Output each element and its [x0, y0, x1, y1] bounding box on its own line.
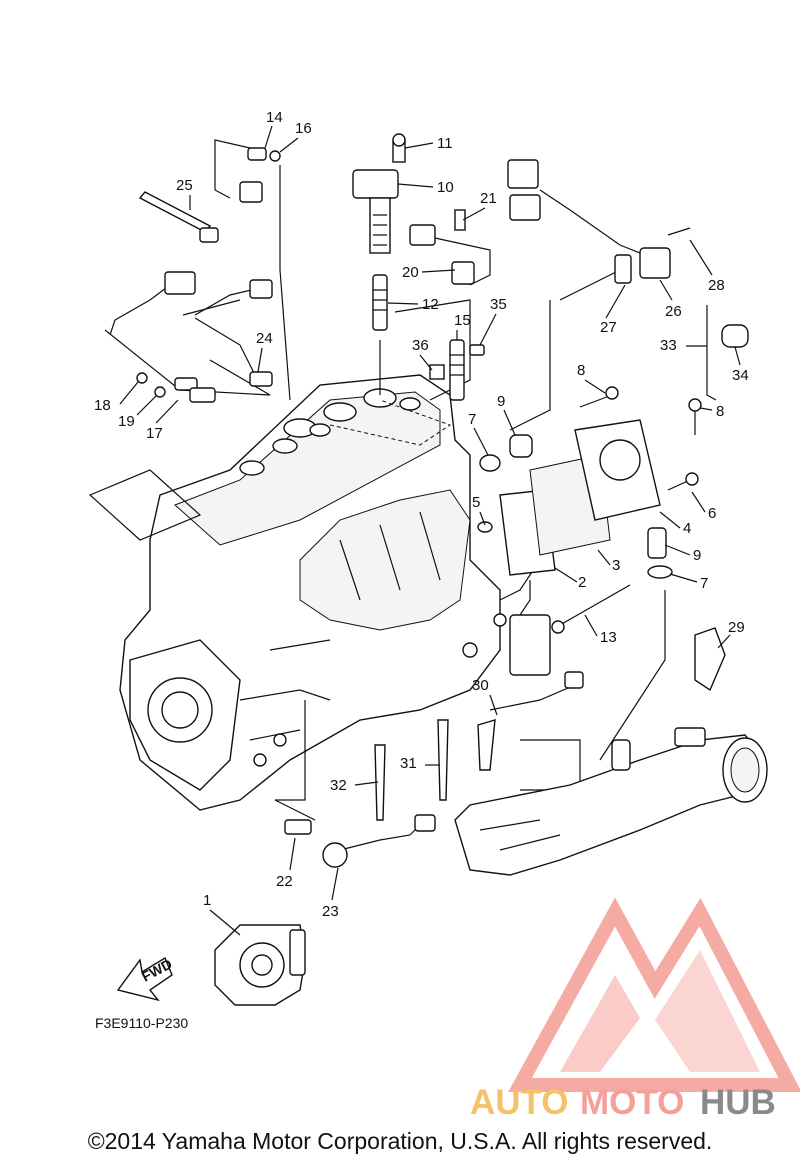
callout-6: 6: [708, 505, 716, 522]
watermark-auto: AUTO: [470, 1083, 569, 1122]
copyright-notice: ©2014 Yamaha Motor Corporation, U.S.A. A…: [87, 1128, 713, 1154]
sensor-cables: [109, 271, 273, 403]
callout-33: 33: [660, 337, 677, 354]
harness-26-28: [507, 159, 691, 284]
control-unit: [499, 419, 673, 676]
callout-14: 14: [266, 109, 283, 126]
callout-17: 17: [146, 425, 163, 442]
callout-3: 3: [612, 557, 620, 574]
callout-24: 24: [256, 330, 273, 347]
callout-25: 25: [176, 177, 193, 194]
watermark-moto: MOTO: [580, 1083, 684, 1122]
callout-28: 28: [708, 277, 725, 294]
callout-2: 2: [578, 574, 586, 591]
callout-26: 26: [665, 303, 682, 320]
bolts: [579, 386, 702, 491]
callout-1: 1: [203, 892, 211, 909]
callout-34: 34: [732, 367, 749, 384]
callout-labels: 1 2 3 4 5 6 7 7 8 8 9 9 10 11 12 13 14 1…: [94, 109, 749, 920]
callout-22: 22: [276, 873, 293, 890]
callout-36: 36: [412, 337, 429, 354]
fwd-arrow-icon: FWD: [116, 956, 175, 1002]
callout-4: 4: [683, 520, 691, 537]
callout-11: 11: [437, 135, 453, 152]
callout-29: 29: [728, 619, 745, 636]
drawing-code: F3E9110-P230: [95, 1015, 188, 1031]
callout-31: 31: [400, 755, 417, 772]
callout-13: 13: [600, 629, 617, 646]
spark-plug: [372, 274, 388, 331]
cable-ties: [374, 719, 449, 821]
callout-35: 35: [490, 296, 507, 313]
grommets: [477, 434, 533, 533]
callout-5: 5: [472, 494, 480, 511]
watermark-hub: HUB: [700, 1083, 776, 1122]
sensors-22-23: [284, 814, 436, 868]
intake-manifold: [454, 727, 768, 876]
callout-7-bottom: 7: [700, 575, 708, 592]
callout-15: 15: [454, 312, 471, 329]
callout-16: 16: [295, 120, 312, 137]
sensor-20-21: [409, 209, 491, 286]
callout-32: 32: [330, 777, 347, 794]
sensor-14-16: [214, 139, 281, 203]
callout-8-right: 8: [716, 403, 724, 420]
callout-8-left: 8: [577, 362, 585, 379]
callout-9-top: 9: [497, 393, 505, 410]
throttle-body: [214, 924, 306, 1006]
callout-20: 20: [402, 264, 419, 281]
watermark-logo: [508, 897, 800, 1092]
leader-lines: [88, 165, 666, 821]
callout-9-bottom: 9: [693, 547, 701, 564]
callout-21: 21: [480, 190, 497, 207]
sensor-25: [138, 191, 219, 243]
callout-leaders: [119, 125, 741, 936]
callout-12: 12: [422, 296, 439, 313]
watermark-text: AUTO MOTO HUB: [470, 1083, 776, 1122]
engine-block: [119, 374, 507, 811]
callout-23: 23: [322, 903, 339, 920]
long-bolt: [551, 584, 631, 634]
sensor-30: [477, 671, 584, 771]
callout-10: 10: [437, 179, 454, 196]
callout-7-top: 7: [468, 411, 476, 428]
parts-15-35-36: [429, 339, 485, 401]
callout-18: 18: [94, 397, 111, 414]
callout-19: 19: [118, 413, 135, 430]
clip-29: [694, 627, 726, 692]
callout-30: 30: [472, 677, 489, 694]
ignition-coil: [352, 133, 406, 254]
callout-27: 27: [600, 319, 617, 336]
parts-33-34: [706, 305, 749, 401]
